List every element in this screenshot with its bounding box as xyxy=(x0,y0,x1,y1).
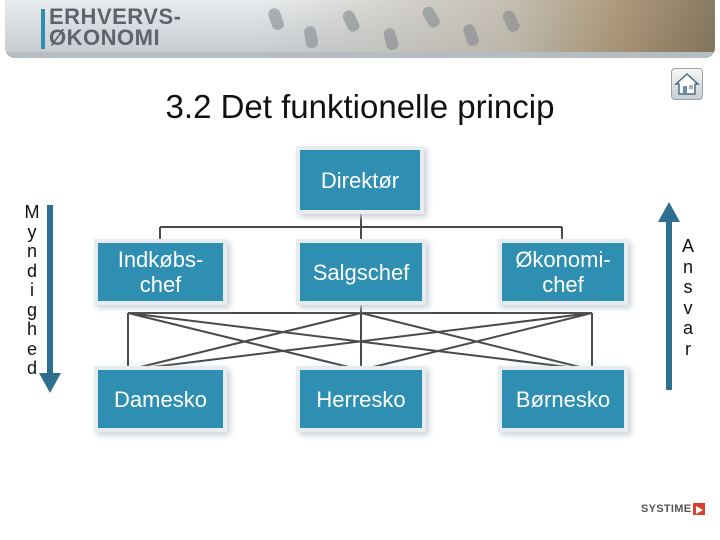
letter: a xyxy=(678,318,698,339)
letter: s xyxy=(678,277,698,298)
box-damesko-label: Damesko xyxy=(114,387,207,412)
letter: d xyxy=(22,359,42,379)
letter: n xyxy=(22,242,42,262)
letter: h xyxy=(22,320,42,340)
box-damesko: Damesko xyxy=(98,370,223,428)
box-direktor-label: Direktør xyxy=(321,168,399,193)
letter: v xyxy=(678,298,698,319)
letter: i xyxy=(22,281,42,301)
box-indkobschef: Indkøbs- chef xyxy=(98,243,223,301)
box-salgschef: Salgschef xyxy=(300,243,422,301)
box-indkobschef-label: Indkøbs- chef xyxy=(118,247,204,297)
box-direktor: Direktør xyxy=(300,150,420,210)
letter: e xyxy=(22,340,42,360)
box-bornesko-label: Børnesko xyxy=(516,387,610,412)
letter: n xyxy=(678,257,698,278)
myndighed-label: M y n d i g h e d xyxy=(22,203,42,379)
box-herresko-label: Herresko xyxy=(316,387,405,412)
letter: y xyxy=(22,223,42,243)
publisher-logo: SYSTIME xyxy=(641,503,691,515)
letter: A xyxy=(678,236,698,257)
ansvar-label: A n s v a r xyxy=(678,236,698,359)
box-okonomichef-label: Økonomi- chef xyxy=(515,247,610,297)
letter: g xyxy=(22,301,42,321)
box-herresko: Herresko xyxy=(300,370,422,428)
box-bornesko: Børnesko xyxy=(502,370,624,428)
letter: M xyxy=(22,203,42,223)
letter: d xyxy=(22,262,42,282)
letter: r xyxy=(678,339,698,360)
box-okonomichef: Økonomi- chef xyxy=(502,243,624,301)
box-salgschef-label: Salgschef xyxy=(313,260,410,285)
play-icon xyxy=(693,503,705,515)
